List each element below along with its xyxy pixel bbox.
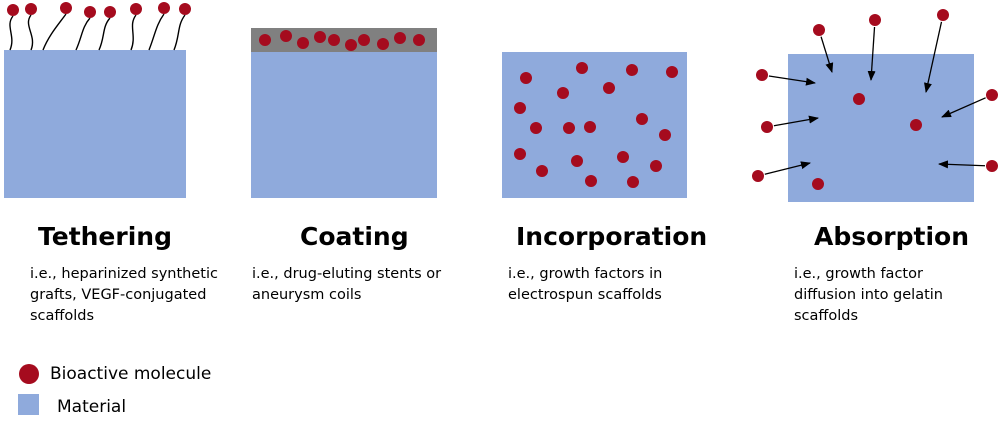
bioactive-molecule (986, 89, 998, 101)
bioactive-molecule (627, 176, 639, 188)
bioactive-molecule (413, 34, 425, 46)
coating-layer (251, 28, 437, 52)
bioactive-molecule (812, 178, 824, 190)
diffusion-arrow (773, 115, 819, 127)
bioactive-molecule (280, 30, 292, 42)
diffusion-arrow (764, 161, 811, 175)
bioactive-molecule (514, 102, 526, 114)
bioactive-molecule (536, 165, 548, 177)
tethering-panel (4, 2, 191, 198)
bioactive-molecule (752, 170, 764, 182)
bioactive-molecule (576, 62, 588, 74)
bioactive-molecule (563, 122, 575, 134)
tether-line (75, 17, 91, 51)
coating-panel (251, 28, 437, 198)
tether-line (27, 14, 34, 51)
bioactive-molecule (659, 129, 671, 141)
diffusion-arrow (924, 21, 943, 93)
bioactive-molecule (394, 32, 406, 44)
bioactive-molecule (666, 66, 678, 78)
material-block (788, 54, 974, 202)
bioactive-molecule (514, 148, 526, 160)
bioactive-molecule (636, 113, 648, 125)
bioactive-molecule (297, 37, 309, 49)
diffusion-arrow (867, 26, 876, 81)
bioactive-molecule (25, 3, 37, 15)
bioactive-molecule (345, 39, 357, 51)
bioactive-molecule (104, 6, 116, 18)
tether-line (9, 15, 14, 51)
diffusion-arrow (768, 75, 816, 86)
diffusion-arrow (820, 36, 834, 73)
material-block (4, 50, 186, 198)
absorption-desc-line: diffusion into gelatin (794, 287, 943, 303)
coating-desc-line: i.e., drug-eluting stents or (252, 266, 442, 282)
bioactive-molecule (869, 14, 881, 26)
absorption-desc-line: scaffolds (794, 308, 859, 324)
bioactive-molecule (585, 175, 597, 187)
coating-description: i.e., drug-eluting stents or aneurysm co… (252, 264, 467, 306)
tethering-title: Tethering (38, 222, 172, 251)
tethering-desc-line: scaffolds (30, 308, 95, 324)
legend-molecule-label: Bioactive molecule (50, 364, 212, 384)
tether-line (173, 14, 186, 51)
incorporation-description: i.e., growth factors in electrospun scaf… (508, 264, 723, 306)
absorption-title: Absorption (814, 222, 970, 251)
legend-material-swatch (18, 394, 39, 415)
tether-line (130, 14, 137, 51)
incorporation-desc-line: electrospun scaffolds (508, 287, 662, 303)
tethering-description: i.e., heparinized synthetic grafts, VEGF… (30, 264, 245, 327)
bioactive-molecule (756, 69, 768, 81)
coating-desc-line: aneurysm coils (252, 287, 362, 303)
bioactive-molecule (84, 6, 96, 18)
bioactive-molecule (986, 160, 998, 172)
bioactive-molecule (557, 87, 569, 99)
tether-line (42, 13, 67, 51)
tethering-desc-line: grafts, VEGF-conjugated (30, 287, 207, 303)
legend-material-label: Material (57, 397, 127, 417)
bioactive-molecule (617, 151, 629, 163)
bioactive-molecule (910, 119, 922, 131)
bioactive-molecule (813, 24, 825, 36)
bioactive-molecule (259, 34, 271, 46)
bioactive-molecule (761, 121, 773, 133)
bioactive-molecule (358, 34, 370, 46)
bioactive-molecule (60, 2, 72, 14)
material-block (251, 52, 437, 198)
incorporation-panel (502, 52, 687, 198)
tether-line (148, 13, 165, 51)
diffusion-arrow (941, 97, 986, 118)
coating-title: Coating (300, 222, 409, 251)
incorporation-desc-line: i.e., growth factors in (508, 266, 663, 282)
tethering-desc-line: i.e., heparinized synthetic (30, 266, 218, 282)
bioactive-molecule (571, 155, 583, 167)
bioactive-molecule (530, 122, 542, 134)
incorporation-title: Incorporation (516, 222, 708, 251)
bioactive-molecule (377, 38, 389, 50)
bioactive-molecule (626, 64, 638, 76)
legend-molecule-swatch (19, 364, 39, 384)
bioactive-molecule (179, 3, 191, 15)
bioactive-molecule (650, 160, 662, 172)
tether-line (98, 17, 111, 51)
bioactive-molecule (603, 82, 615, 94)
bioactive-molecule (130, 3, 142, 15)
bioactive-molecule (158, 2, 170, 14)
diffusion-arrow (938, 160, 986, 169)
bioactive-molecule (7, 4, 19, 16)
bioactive-molecule (853, 93, 865, 105)
absorption-panel (752, 9, 998, 202)
legend-shapes (18, 364, 39, 415)
bioactive-molecule (314, 31, 326, 43)
bioactive-molecule (937, 9, 949, 21)
bioactive-molecule (520, 72, 532, 84)
bioactive-molecule (328, 34, 340, 46)
bioactive-molecule (584, 121, 596, 133)
absorption-description: i.e., growth factor diffusion into gelat… (794, 264, 1000, 327)
absorption-desc-line: i.e., growth factor (794, 266, 923, 282)
